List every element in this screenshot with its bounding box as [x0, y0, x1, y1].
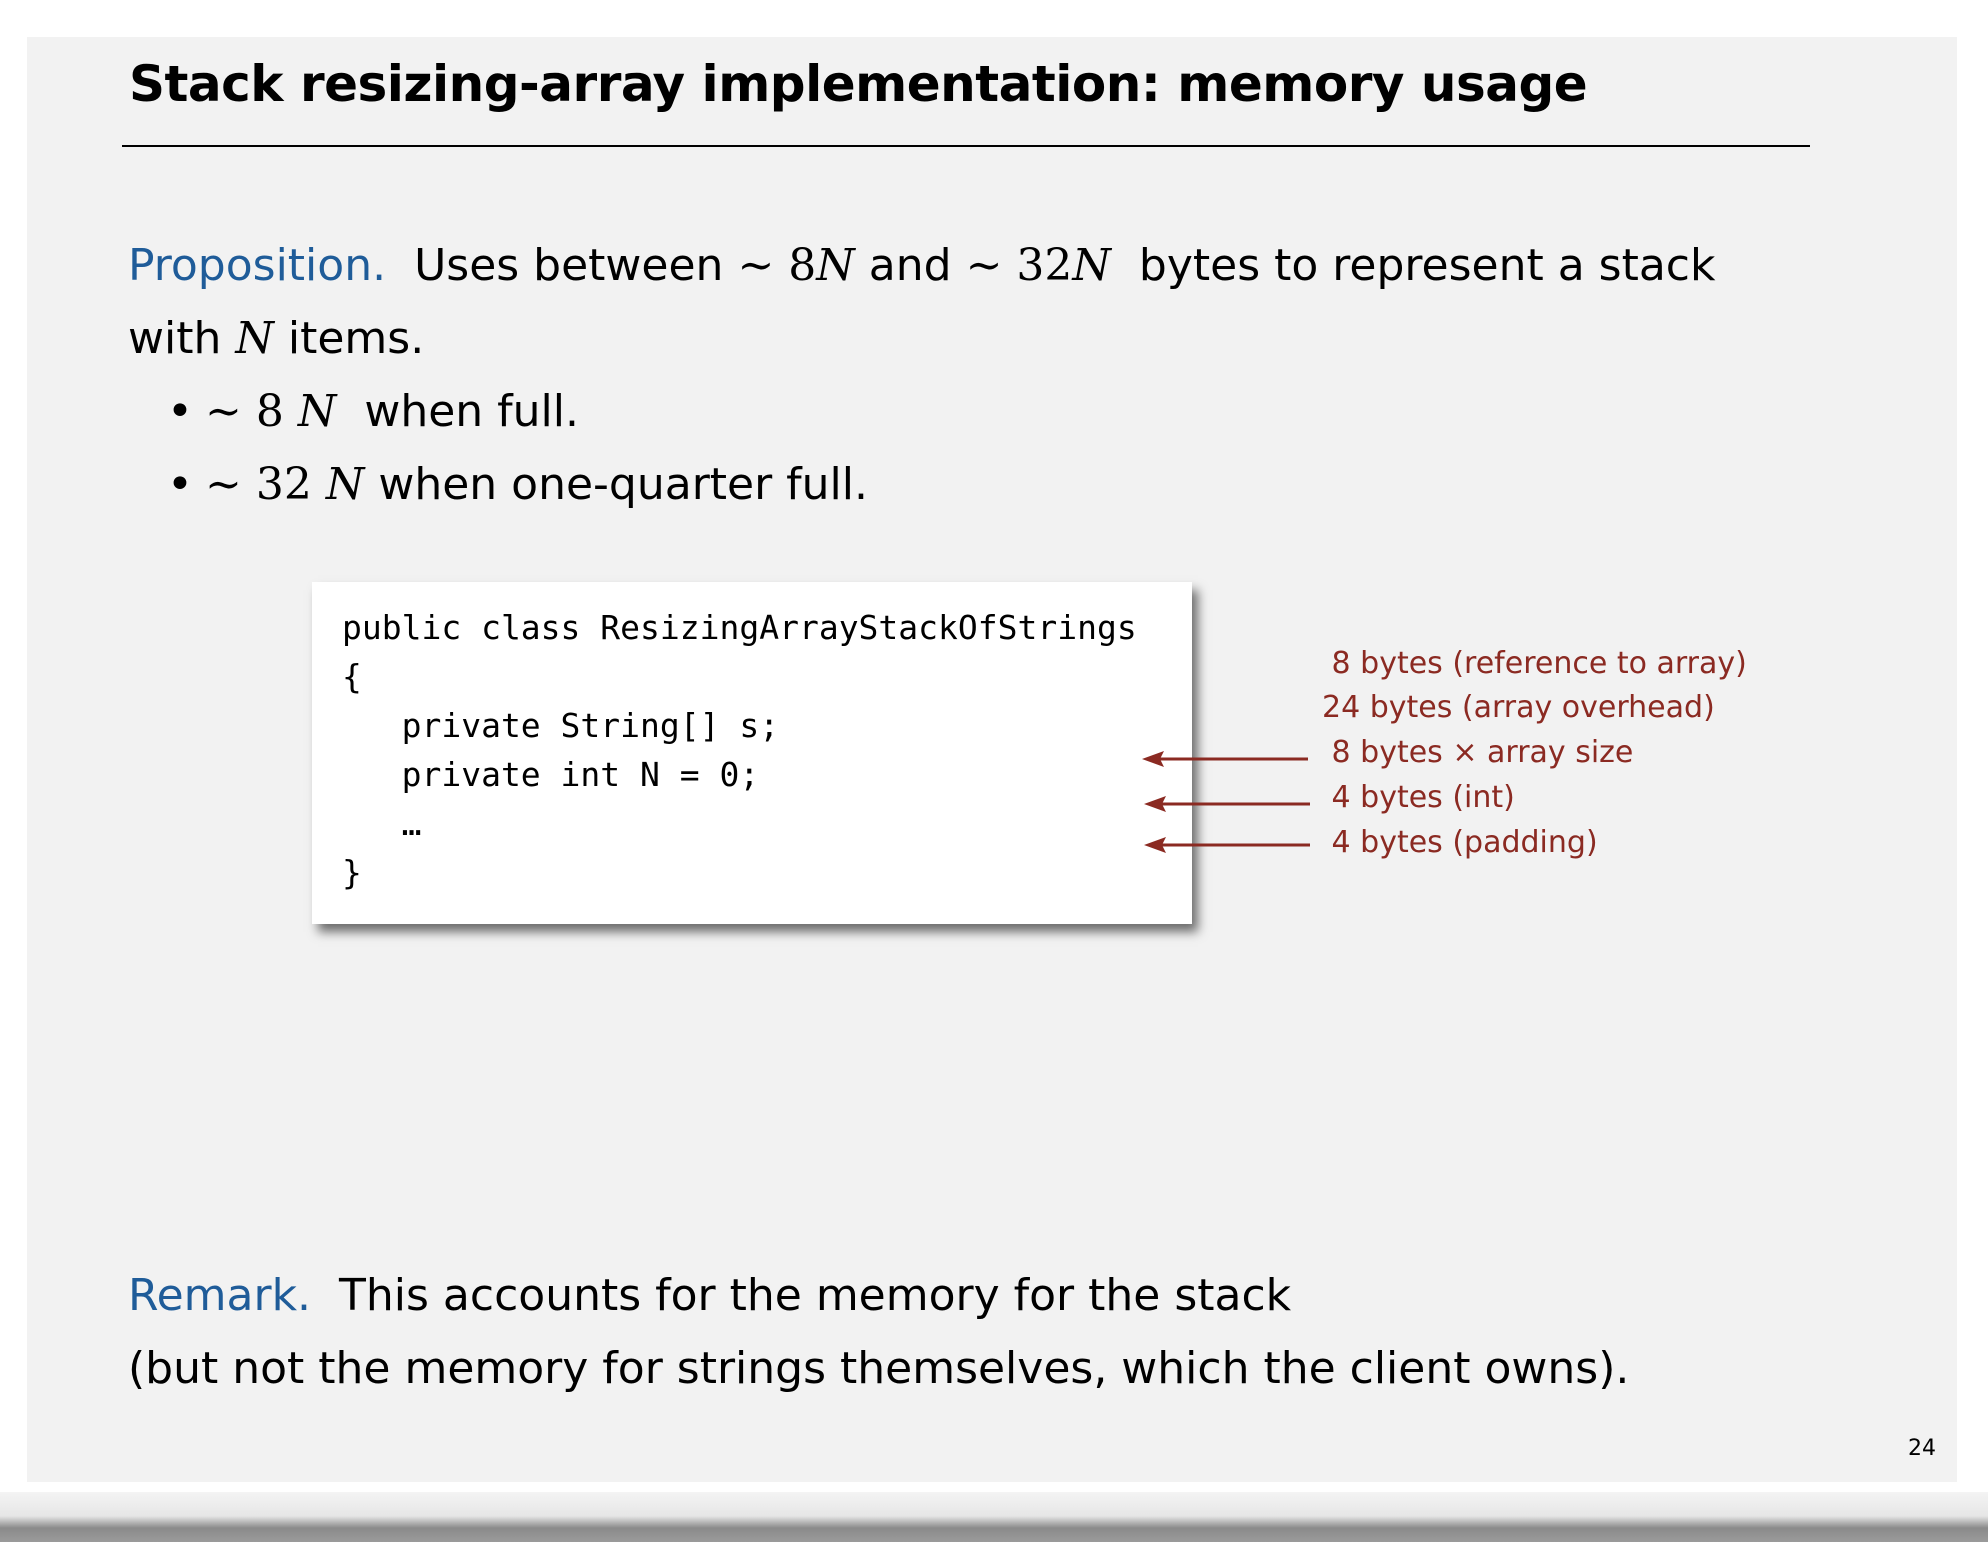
annotation-int: 4 bytes (int) — [1322, 780, 1515, 815]
remark-text-1: This accounts for the memory for the sta… — [339, 1270, 1292, 1321]
code-line-class: public class ResizingArrayStackOfStrings — [342, 608, 1137, 647]
math-8: ~ 8 — [737, 240, 817, 291]
proposition-text-with: with — [128, 313, 222, 364]
annotation-array-overhead: 24 bytes (array overhead) — [1322, 690, 1715, 725]
proposition-text-2: bytes to represent a stack — [1138, 240, 1716, 291]
page-number: 24 — [1908, 1436, 1936, 1461]
code-line-open-brace: { — [342, 657, 362, 696]
bullet-text: when one-quarter full. — [378, 459, 868, 510]
math-32: ~ 32 — [965, 240, 1073, 291]
bullet-math: ~ 8 — [205, 386, 284, 437]
arrow-int-field — [1144, 796, 1310, 812]
bullet-item-quarter: •~ 32 N when one-quarter full. — [167, 459, 868, 510]
remark-line-1: Remark. This accounts for the memory for… — [128, 1270, 1291, 1321]
code-box: public class ResizingArrayStackOfStrings… — [312, 582, 1192, 924]
window-bottom-edge — [0, 1492, 1988, 1542]
proposition-label: Proposition. — [128, 240, 387, 291]
annotation-padding: 4 bytes (padding) — [1322, 825, 1598, 860]
bullet-dot: • — [167, 459, 193, 510]
code-line-int-field: private int N = 0; — [342, 755, 760, 794]
math-var-n: N — [816, 240, 855, 291]
proposition-text-items: items. — [287, 313, 425, 364]
code-line-array-field: private String[] s; — [342, 706, 780, 745]
title-divider — [122, 145, 1810, 147]
proposition-line-2: with N items. — [128, 313, 424, 364]
math-var-n: N — [1072, 240, 1111, 291]
annotation-reference: 8 bytes (reference to array) — [1322, 646, 1747, 681]
code-line-close-brace: } — [342, 853, 362, 892]
math-var-n: N — [235, 313, 274, 364]
remark-label: Remark. — [128, 1270, 312, 1321]
proposition-line-1: Proposition. Uses between ~ 8N and ~ 32N… — [128, 240, 1715, 291]
proposition-text-and: and — [868, 240, 952, 291]
slide-title: Stack resizing-array implementation: mem… — [129, 55, 1588, 113]
bullet-math-var: N — [325, 459, 365, 510]
proposition-text-1: Uses between — [414, 240, 724, 291]
code-line-ellipsis: … — [342, 804, 422, 843]
bullet-math: ~ 32 — [205, 459, 312, 510]
bullet-item-full: •~ 8 N when full. — [167, 386, 579, 437]
arrow-array-field — [1142, 751, 1308, 767]
annotation-array-size: 8 bytes × array size — [1322, 735, 1634, 770]
remark-line-2: (but not the memory for strings themselv… — [128, 1343, 1630, 1394]
bullet-dot: • — [167, 386, 193, 437]
bullet-text: when full. — [364, 386, 579, 437]
bullet-math-var: N — [297, 386, 337, 437]
arrow-padding — [1144, 837, 1310, 853]
